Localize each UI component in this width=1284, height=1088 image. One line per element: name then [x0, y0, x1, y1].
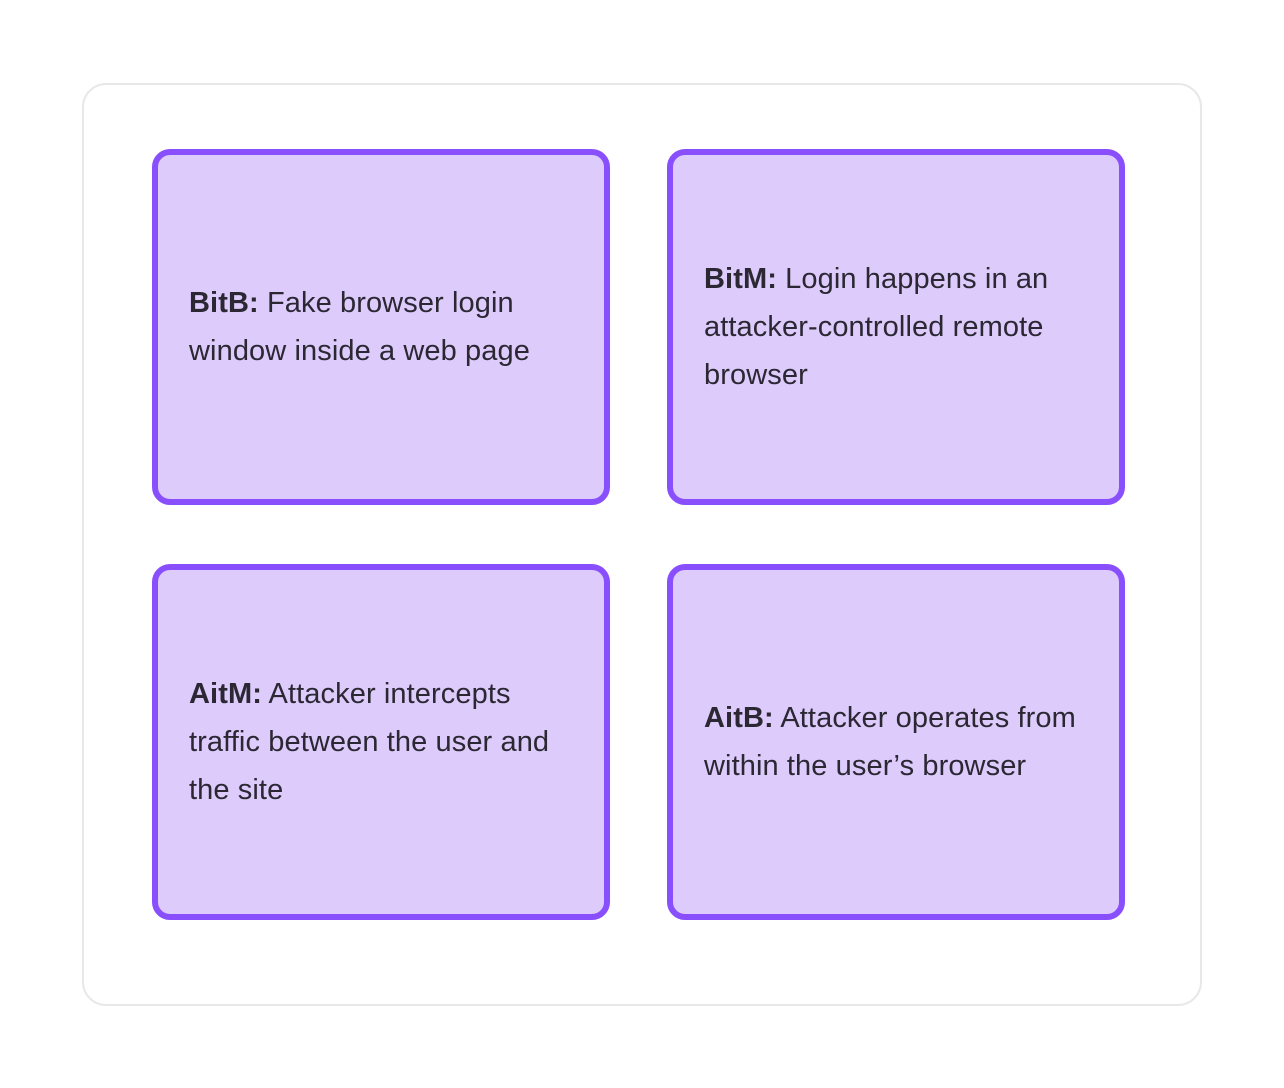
card-text: BitM: Login happens in an attacker-contr…: [704, 255, 1089, 399]
card-term: AitM:: [189, 678, 262, 710]
card-text: BitB: Fake browser login window inside a…: [189, 279, 574, 375]
card-term: AitB:: [704, 702, 774, 734]
card-term: BitM:: [704, 263, 777, 295]
card-description: Attacker operates from within the user’s…: [704, 702, 1076, 782]
card-grid: BitB: Fake browser login window inside a…: [152, 149, 1125, 920]
card-term: BitB:: [189, 287, 259, 319]
card-text: AitM: Attacker intercepts traffic betwee…: [189, 670, 574, 814]
card-bitm: BitM: Login happens in an attacker-contr…: [667, 149, 1125, 505]
card-aitm: AitM: Attacker intercepts traffic betwee…: [152, 564, 610, 920]
card-text: AitB: Attacker operates from within the …: [704, 694, 1089, 790]
card-description: Fake browser login window inside a web p…: [189, 287, 530, 367]
card-bitb: BitB: Fake browser login window inside a…: [152, 149, 610, 505]
card-aitb: AitB: Attacker operates from within the …: [667, 564, 1125, 920]
card-description: Attacker intercepts traffic between the …: [189, 678, 550, 806]
content-panel: BitB: Fake browser login window inside a…: [82, 83, 1202, 1006]
card-description: Login happens in an attacker-controlled …: [704, 263, 1049, 391]
